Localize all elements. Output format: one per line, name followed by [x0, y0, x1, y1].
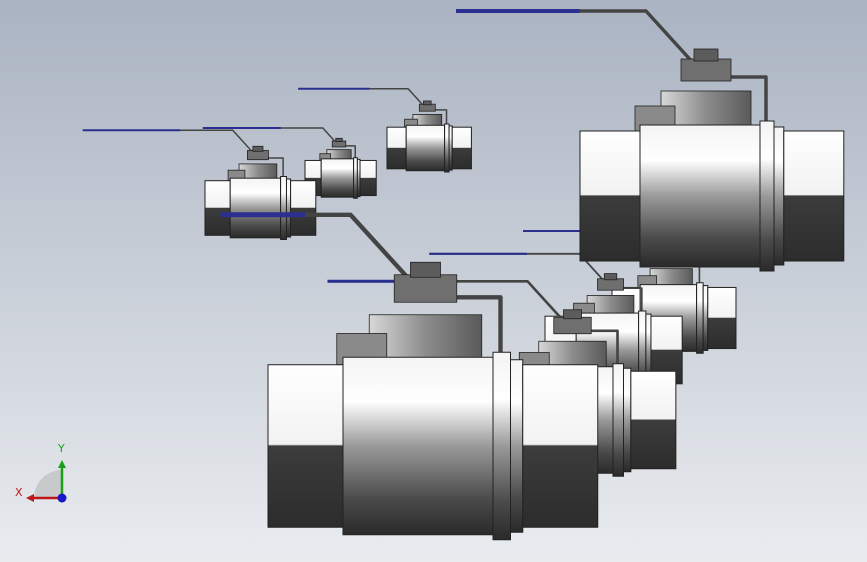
axis-y-label: Y [58, 442, 65, 455]
ball-valve-4 [82, 129, 317, 240]
ball-valve-6 [298, 87, 472, 173]
triad-plane [34, 470, 62, 498]
axis-x-label: X [15, 486, 23, 499]
ball-valve-1 [456, 9, 845, 272]
axis-z-dot [57, 493, 67, 503]
coordinate-triad [26, 460, 67, 503]
ball-valve-8 [220, 212, 599, 541]
